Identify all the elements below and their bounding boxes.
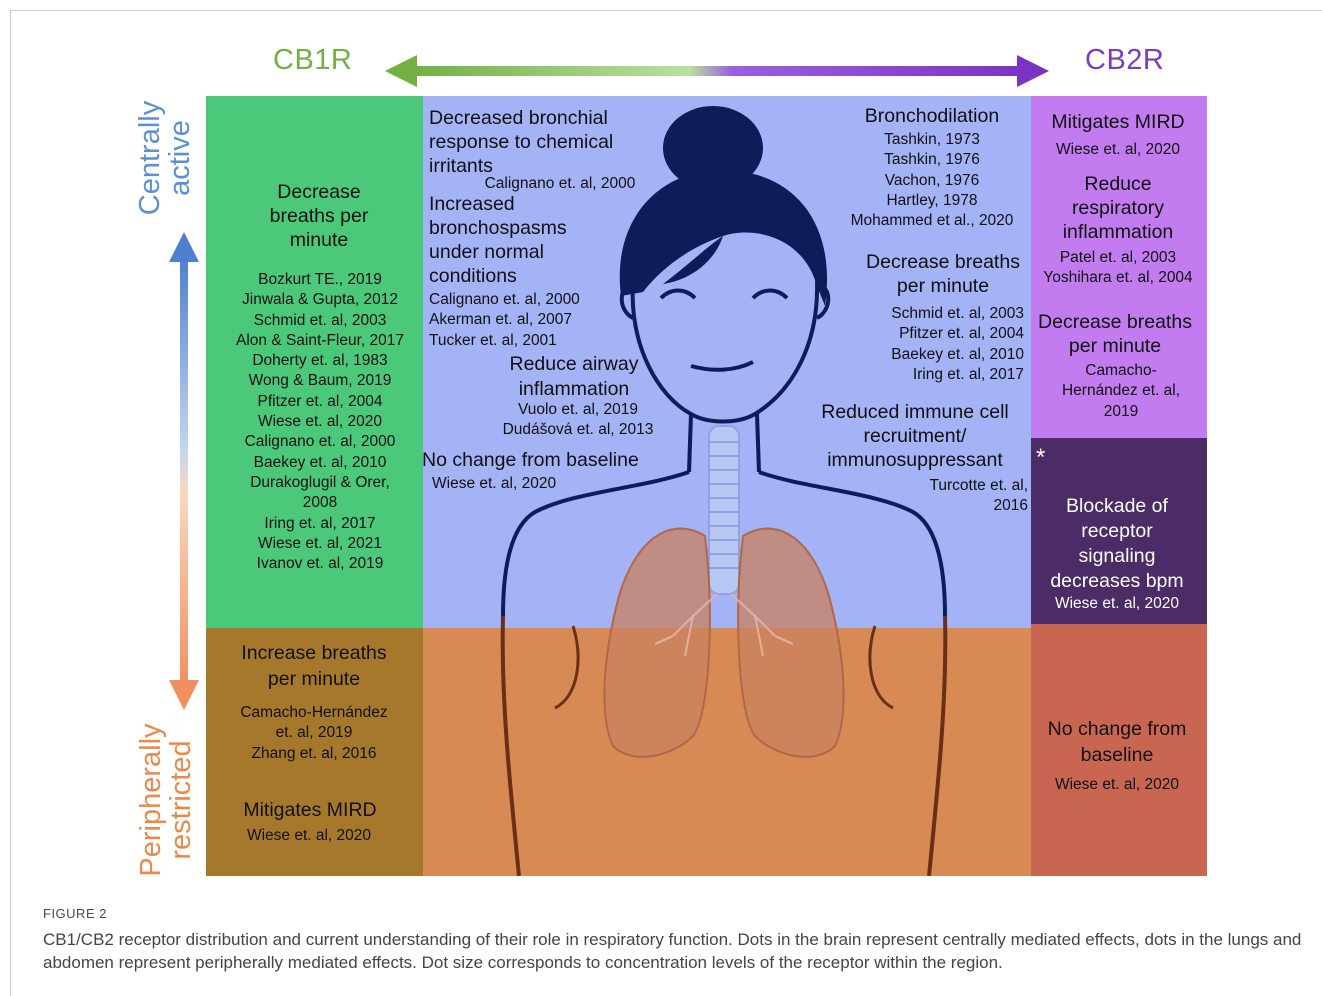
cb1-central-refs: Bozkurt TE., 2019 Jinwala & Gupta, 2012 …: [220, 270, 420, 574]
airway-inflammation-heading: Reduce airway inflammation: [494, 352, 654, 402]
cb1-no-change-heading: No change from baseline: [422, 448, 662, 472]
receptor-double-arrow: [385, 52, 1055, 92]
cb2-breaths-heading: Decrease breaths per minute: [1032, 310, 1198, 358]
bronchospasm-heading: Increased bronchospasms under normal con…: [429, 192, 629, 288]
central-peripheral-double-arrow: [166, 232, 202, 710]
cb1-peripheral-refs: Camacho-Hernández et. al, 2019 Zhang et.…: [214, 703, 414, 764]
blockade-heading: Blockade of receptor signaling decreases…: [1036, 494, 1198, 594]
respiratory-inflammation-heading: Reduce respiratory inflammation: [1036, 172, 1200, 244]
centrally-active-label: Centrally active: [135, 83, 195, 233]
cb2-peripheral-heading: No change from baseline: [1036, 716, 1198, 768]
cb2-breaths-ref: Camacho- Hernández et. al, 2019: [1036, 361, 1206, 422]
bronchospasm-refs: Calignano et. al, 2000 Akerman et. al, 2…: [429, 290, 629, 351]
bronchial-response-heading: Decreased bronchial response to chemical…: [429, 106, 669, 178]
cb2-mid-breaths-heading: Decrease breaths per minute: [858, 250, 1028, 298]
cb2-mid-breaths-refs: Schmid et. al, 2003 Pfitzer et. al, 2004…: [850, 304, 1024, 385]
peripherally-restricted-label: Peripherally restricted: [136, 707, 196, 893]
cb1-central-heading: Decrease breaths per minute: [230, 180, 408, 252]
blockade-asterisk: *: [1036, 444, 1045, 472]
cb2-peripheral-ref: Wiese et. al, 2020: [1036, 775, 1198, 795]
airway-inflammation-refs: Vuolo et. al, 2019 Dudášová et. al, 2013: [488, 400, 668, 441]
bronchodilation-refs: Tashkin, 1973 Tashkin, 1976 Vachon, 1976…: [840, 130, 1024, 231]
figure-caption: CB1/CB2 receptor distribution and curren…: [43, 928, 1308, 974]
cb1-peripheral-heading: Increase breaths per minute: [220, 640, 408, 692]
cb2-mird-ref: Wiese et. al, 2020: [1036, 140, 1200, 160]
immune-cell-heading: Reduced immune cell recruitment/ immunos…: [810, 400, 1020, 472]
cb1r-label: CB1R: [273, 44, 352, 77]
cb1-peripheral-mird-heading: Mitigates MIRD: [220, 798, 400, 822]
immune-cell-ref: Turcotte et. al, 2016: [880, 476, 1028, 517]
cb1-peripheral-mird-ref: Wiese et. al, 2020: [214, 826, 404, 846]
figure-label: FIGURE 2: [43, 906, 107, 921]
cb1-no-change-ref: Wiese et. al, 2020: [432, 474, 612, 494]
cb2r-label: CB2R: [1085, 44, 1164, 77]
respiratory-inflammation-refs: Patel et. al, 2003 Yoshihara et. al, 200…: [1030, 248, 1206, 289]
cb2-mird-heading: Mitigates MIRD: [1036, 110, 1200, 134]
blockade-ref: Wiese et. al, 2020: [1036, 594, 1198, 614]
bronchodilation-heading: Bronchodilation: [852, 104, 1012, 128]
